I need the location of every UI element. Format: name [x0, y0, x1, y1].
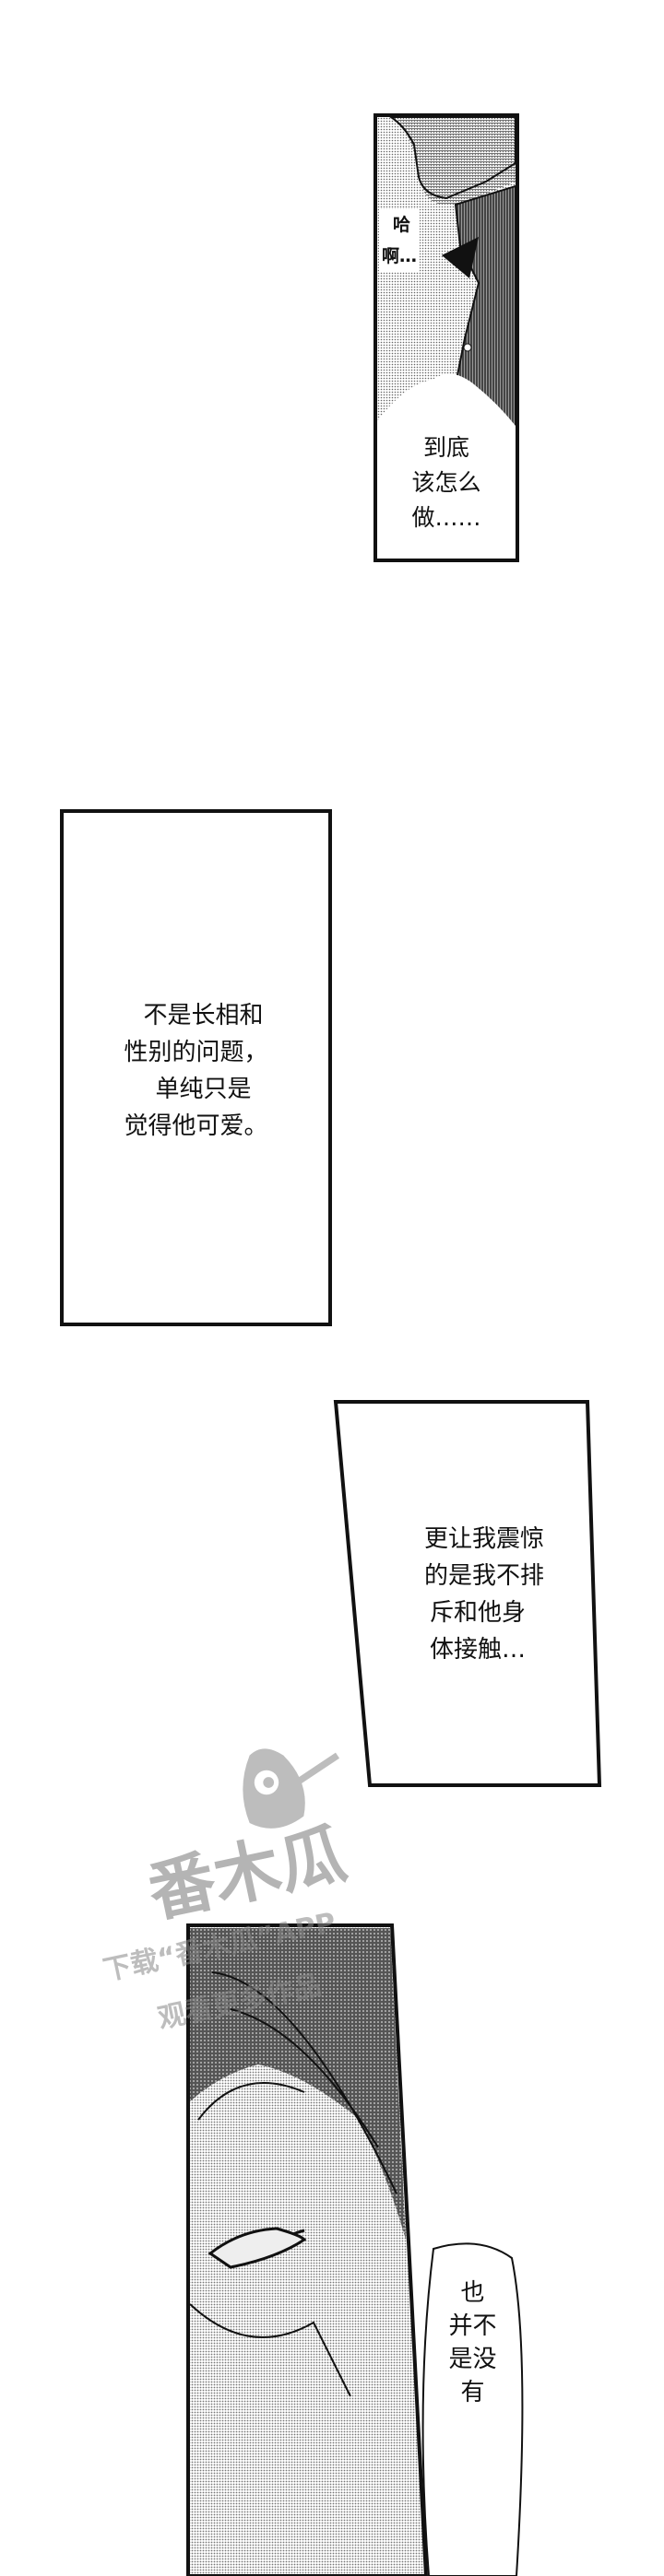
panel-2-caption: 不是长相和 性别的问题， 单纯只是 觉得他可爱。 — [64, 997, 328, 1145]
sfx-text: 哈 啊… — [379, 209, 421, 272]
caption-line: 更让我震惊 — [423, 1525, 544, 1553]
caption-line: 体接触… — [429, 1636, 526, 1664]
comic-panel-1: 哈 啊… 到底 该怎么 做…… — [374, 113, 519, 562]
comic-panel-2: 不是长相和 性别的问题， 单纯只是 觉得他可爱。 — [60, 809, 332, 1326]
caption-line: 单纯只是 — [155, 1076, 252, 1103]
panel-3-caption: 更让我震惊 的是我不排 斥和他身 体接触… — [378, 1521, 590, 1668]
speech-line: 有 — [460, 2379, 485, 2406]
caption-line: 性别的问题， — [124, 1039, 268, 1066]
speech-line: 是没 — [448, 2346, 497, 2373]
caption-line: 该怎么 — [411, 469, 481, 496]
caption-line: 斥和他身 — [429, 1599, 526, 1627]
sfx-line: 啊… — [382, 246, 418, 266]
panel-1-artwork — [377, 117, 516, 559]
speech-line: 并不 — [448, 2312, 497, 2340]
watermark-mascot-icon — [243, 1748, 340, 1829]
watermark: 番木瓜 下载“番木瓜”APP 观看更多作品 — [92, 1742, 480, 2037]
caption-line: 做…… — [411, 504, 481, 531]
sfx-line: 哈 — [393, 215, 411, 235]
speech-bubble: 也 并不 是没 有 — [429, 2276, 516, 2409]
caption-line: 到底 — [422, 434, 469, 461]
speech-line: 也 — [460, 2279, 485, 2307]
panel-1-caption: 到底 该怎么 做…… — [377, 430, 516, 535]
caption-line: 觉得他可爱。 — [124, 1112, 268, 1140]
watermark-line-2: 观看更多作品 — [155, 1969, 325, 2036]
caption-line: 不是长相和 — [143, 1002, 264, 1029]
caption-line: 的是我不排 — [423, 1562, 544, 1590]
